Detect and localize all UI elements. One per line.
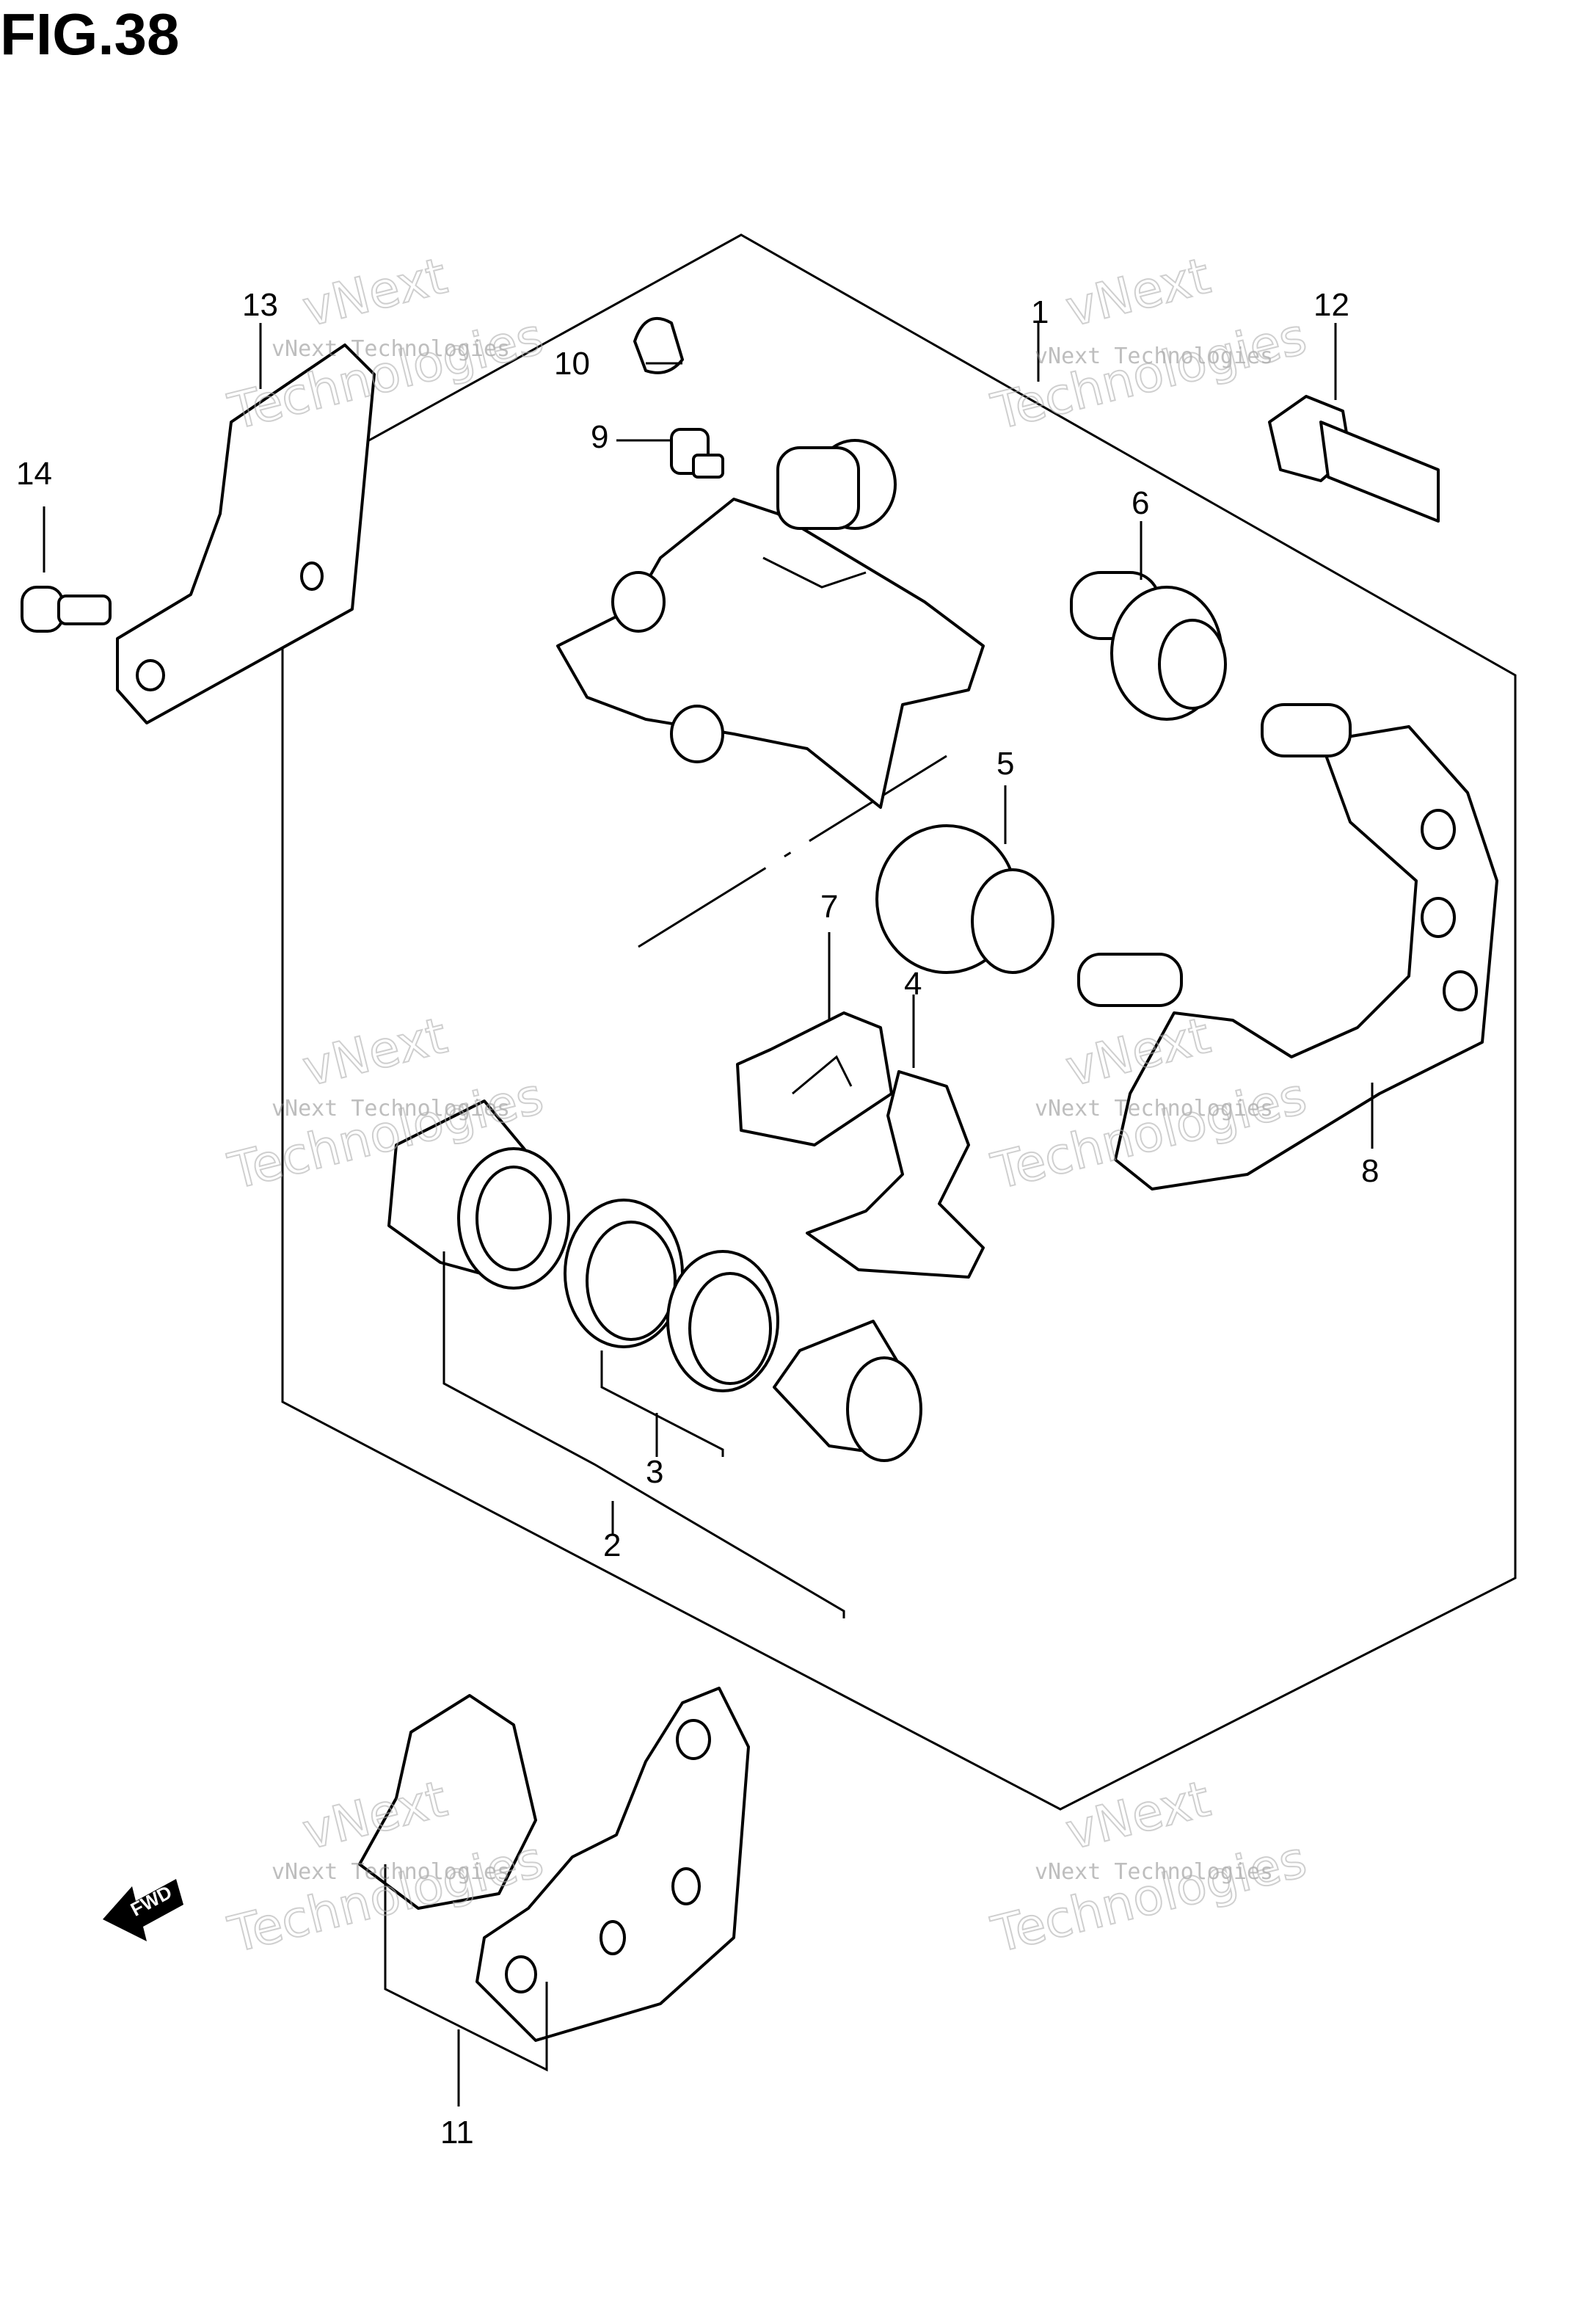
part-3-dust-seal [666,1250,779,1392]
part-13-bracket [116,343,376,724]
leader-lines [43,323,1374,2106]
part-8-caliper-bracket [1077,703,1498,1190]
inner-divider [638,755,947,948]
callout-6: 6 [1132,485,1149,521]
part-11-pad-hole-4 [505,1955,537,1993]
svg-text:vNext: vNext [297,1007,453,1099]
callout-11: 11 [440,2115,474,2151]
svg-text:vNext Technologies: vNext Technologies [1035,1859,1273,1885]
svg-text:vNext: vNext [1060,1770,1216,1862]
callout-9: 9 [591,419,608,455]
svg-text:Technologies: Technologies [986,1831,1312,1965]
svg-text:vNext Technologies: vNext Technologies [272,336,510,362]
part-14-bolt [21,586,112,633]
part-10-cap [633,316,684,374]
part-4-pad-retainer [806,1070,985,1279]
callout-5: 5 [996,746,1014,782]
svg-text:vNext: vNext [1060,247,1216,339]
svg-text:Technologies: Technologies [223,308,549,442]
callout-8: 8 [1361,1153,1379,1189]
part-13-hole [136,659,165,691]
part-5-boot [875,824,1054,974]
watermark-bottom-right: vNext vNext Technologies Technologies [985,1770,1313,1966]
svg-text:vNext Technologies: vNext Technologies [272,1096,510,1122]
assembly-outline [281,233,1517,1811]
figure-title: FIG.38 [0,1,180,67]
part-7-pad-spring [736,1011,893,1146]
callout-4: 4 [904,966,922,1002]
part-3-piston-seal [564,1199,684,1348]
callout-13: 13 [242,287,278,323]
callout-12: 12 [1313,287,1349,323]
svg-text:vNext Technologies: vNext Technologies [272,1859,510,1885]
part-11-pad-hole [676,1719,711,1760]
callout-1: 1 [1031,294,1049,330]
part-9-bleeder-valve [670,428,724,479]
part-11-pad-hole-3 [600,1920,626,1955]
svg-text:vNext Technologies: vNext Technologies [1035,343,1273,369]
part-11-brake-pad-rear [475,1687,750,2042]
part-13-hole-2 [300,561,324,591]
part-11-brake-pad-front [358,1694,537,1910]
part-2-piston [387,1099,570,1290]
svg-text:vNext: vNext [297,247,453,339]
watermark-top-right: vNext vNext Technologies Technologies [985,247,1313,443]
callout-3: 3 [646,1454,663,1490]
callout-14: 14 [16,456,52,492]
piston-insulator [773,1320,922,1462]
caliper-body [556,439,985,809]
callout-2: 2 [603,1527,621,1563]
callout-10: 10 [554,346,590,382]
svg-text:vNext Technologies: vNext Technologies [1035,1096,1273,1122]
part-6-boot [1070,571,1227,721]
callout-7: 7 [820,889,838,925]
part-11-pad-hole-2 [671,1867,701,1905]
watermark-top-left: vNext vNext Technologies Technologies [222,247,550,443]
fwd-arrow-icon: FWD [103,1879,183,1941]
part-12-bolt [1268,395,1440,523]
